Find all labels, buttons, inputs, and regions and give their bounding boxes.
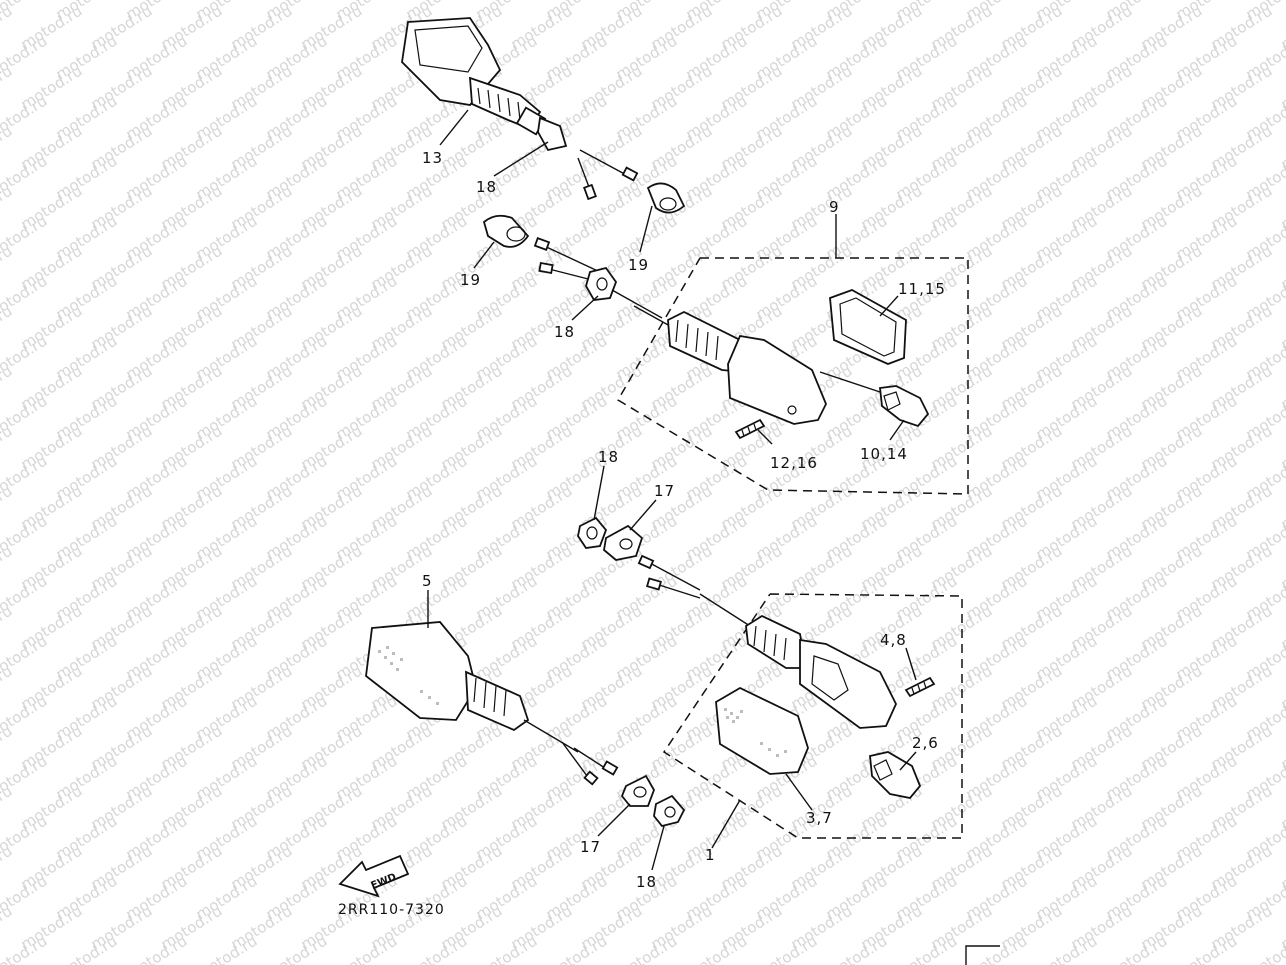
watermark-text: motod.ru	[858, 962, 926, 965]
screw-12-16	[734, 418, 766, 440]
callout-9: 9	[829, 198, 840, 216]
watermark-text: motod.ru	[123, 932, 191, 965]
nut-18-center	[577, 516, 608, 549]
watermark-text: motod.ru	[823, 932, 891, 965]
group-box-9	[616, 257, 969, 495]
callout-3-7: 3,7	[806, 809, 833, 827]
watermark-text: motod.ru	[998, 962, 1066, 965]
watermark-text: motod.ru	[613, 932, 681, 965]
watermark-text: motod.ru	[683, 932, 751, 965]
watermark-text: motod.ru	[53, 932, 121, 965]
diagram-code: 2RR110-7320	[338, 902, 445, 918]
flasher-1-body	[745, 614, 897, 729]
watermark-text: motod.ru	[508, 962, 576, 965]
callout-10-14: 10,14	[860, 445, 908, 463]
flasher-13	[401, 17, 568, 152]
nut-18-bottom	[653, 794, 686, 828]
callout-1: 1	[705, 846, 716, 864]
watermark-text: motod.ru	[18, 962, 86, 965]
callout-18-bottom: 18	[636, 873, 657, 891]
callout-17-bottom: 17	[580, 838, 601, 856]
screw-4-8	[904, 676, 936, 698]
callout-12-16: 12,16	[770, 454, 818, 472]
flasher-5	[365, 621, 619, 786]
wire-terminals-lower	[637, 554, 751, 627]
callout-labels: 13 18 19 19 18 9 11,15 12,16 10,14 18 17…	[422, 149, 946, 891]
grommet-19-left	[482, 214, 530, 248]
watermark-text: motod.ru	[298, 962, 366, 965]
washer-17-center	[603, 524, 644, 561]
watermark-text: motod.ru	[718, 962, 786, 965]
watermark-text: motod.ru	[158, 962, 226, 965]
watermark-text: motod.ru	[1068, 962, 1136, 965]
wire-terminals-top	[577, 149, 639, 201]
callout-18-center: 18	[598, 448, 619, 466]
watermark-text: motod.ru	[333, 932, 401, 965]
watermark-text: motod.ru	[928, 962, 996, 965]
callout-19-left: 19	[460, 271, 481, 289]
callout-18-mid: 18	[554, 323, 575, 341]
watermark-text: motod.ru	[1208, 962, 1276, 965]
leader-lines	[427, 109, 917, 871]
watermark-text: motod.ru	[1138, 962, 1206, 965]
bulb-10-14	[819, 371, 930, 428]
flasher-9-body	[633, 305, 827, 425]
watermark-text: motod.ru	[368, 962, 436, 965]
watermark-text: motod.ru	[193, 932, 261, 965]
watermark-text: motod.ru	[543, 932, 611, 965]
watermark-text: motod.ru	[228, 962, 296, 965]
washer-17-bottom	[620, 774, 655, 807]
callout-4-8: 4,8	[880, 631, 907, 649]
watermark-text: motod.ru	[263, 932, 331, 965]
watermark-text: motod.ru	[893, 932, 961, 965]
watermark-text: motod.ru	[88, 962, 156, 965]
watermark-text: motod.ru	[1033, 932, 1101, 965]
callout-18-top: 18	[476, 178, 497, 196]
watermark-text: motod.ru	[1103, 932, 1171, 965]
lens-11-15	[829, 289, 907, 365]
group-box-1	[662, 593, 963, 839]
watermark-text: motod.ru	[473, 932, 541, 965]
corner-mark	[965, 945, 1000, 965]
watermark-text: motod.ru	[788, 962, 856, 965]
watermark-text: motod.ru	[403, 932, 471, 965]
callout-2-6: 2,6	[912, 734, 939, 752]
fwd-arrow: FWD	[338, 854, 410, 898]
callout-5: 5	[422, 572, 433, 590]
bulb-2-6	[869, 751, 922, 799]
watermark-text: motod.ru	[1173, 932, 1241, 965]
callout-11-15: 11,15	[898, 280, 946, 298]
watermark-text: motod.ru	[578, 962, 646, 965]
watermark-text: motod.ru	[648, 962, 716, 965]
watermark-text: motod.ru	[963, 932, 1031, 965]
callout-19-right: 19	[628, 256, 649, 274]
watermark-text: motod.ru	[753, 932, 821, 965]
lens-3-7	[715, 686, 809, 775]
callout-13: 13	[422, 149, 443, 167]
callout-17-center: 17	[654, 482, 675, 500]
watermark-text: motod.ru	[438, 962, 506, 965]
wire-terminals-mid	[533, 237, 601, 283]
nut-18-mid	[585, 266, 663, 319]
grommet-19-right	[646, 182, 686, 214]
